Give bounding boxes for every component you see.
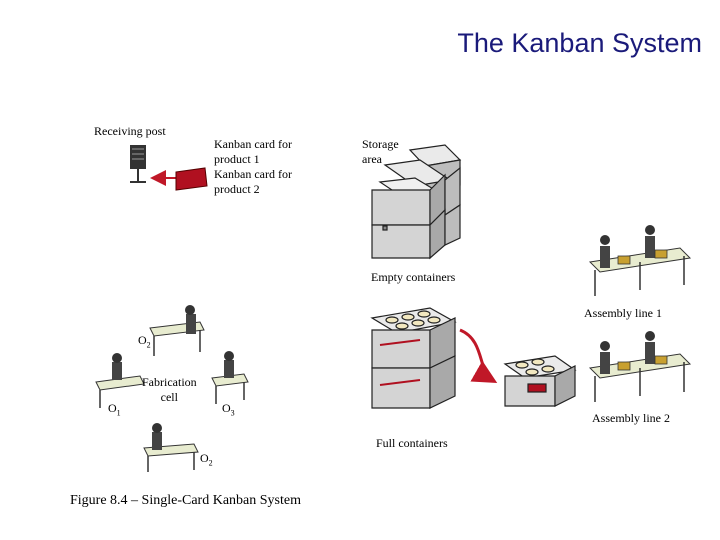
receiving-post-label: Receiving post (94, 124, 166, 138)
operator-o2-bottom-label: O2 (200, 451, 213, 468)
empty-containers-label: Empty containers (371, 270, 456, 284)
full-container-box (503, 355, 577, 407)
fabrication-workstation-bottom (143, 423, 199, 472)
fabrication-workstation-top (149, 305, 205, 356)
assembly-line-1-label: Assembly line 1 (584, 306, 662, 320)
receiving-post-icon (130, 145, 146, 183)
fabrication-cell-label: Fabrication cell (142, 375, 197, 404)
slide-title: The Kanban System (457, 28, 702, 58)
assembly-line-2-icon (588, 331, 692, 402)
storage-area-boxes (371, 144, 462, 260)
assembly-line-1-icon (588, 225, 692, 296)
full-containers-label: Full containers (376, 436, 448, 450)
operator-o1-label: O1 (108, 401, 121, 418)
storage-area-label: Storage area (362, 137, 399, 166)
fabrication-workstation-left (95, 353, 145, 408)
kanban-card-icon (175, 167, 208, 191)
flow-arrow (459, 328, 498, 383)
operator-o3-label: O3 (222, 401, 235, 418)
operator-o2-top-label: O2 (138, 333, 151, 350)
assembly-line-2-label: Assembly line 2 (592, 411, 670, 425)
fabrication-workstation-right (211, 351, 249, 404)
figure-caption: Figure 8.4 – Single-Card Kanban System (70, 493, 301, 508)
kanban-card-2-label: Kanban card for product 2 (214, 167, 292, 196)
kanban-card-1-label: Kanban card for product 1 (214, 137, 292, 166)
full-containers-stack (370, 307, 457, 409)
